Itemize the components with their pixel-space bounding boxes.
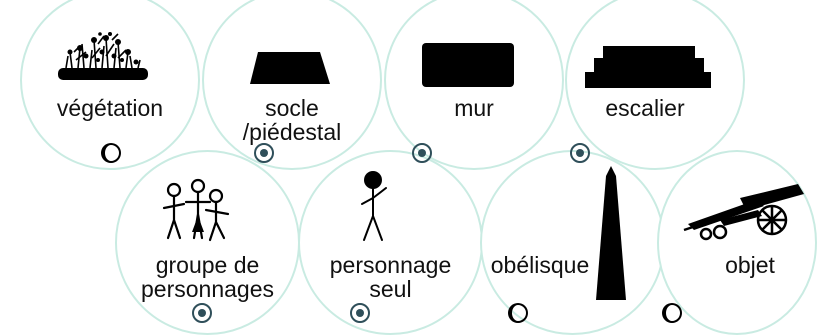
staircase-icon [585, 46, 711, 88]
vegetation-icon [58, 32, 148, 80]
radio-staircase[interactable] [570, 143, 590, 163]
option-vegetation[interactable] [20, 0, 200, 170]
single-person-icon [361, 171, 387, 241]
obelisk-icon [596, 166, 626, 300]
option-obelisk[interactable] [480, 150, 665, 335]
option-label-group-of-people: groupe de personnages [141, 252, 274, 302]
option-label-object: objet [725, 252, 775, 278]
option-single-person[interactable] [298, 150, 483, 335]
radio-vegetation[interactable] [101, 143, 121, 163]
option-label-pedestal: socle /piédestal [242, 95, 342, 145]
option-label-obelisk: obélisque [490, 252, 590, 278]
radio-group-of-people[interactable] [192, 303, 212, 323]
option-label-vegetation: végétation [56, 95, 164, 121]
radio-wall[interactable] [412, 143, 432, 163]
option-label-staircase: escalier [605, 95, 685, 121]
option-label-wall: mur [454, 95, 494, 121]
option-object[interactable] [657, 150, 817, 335]
radio-single-person[interactable] [350, 303, 370, 323]
radio-object[interactable] [662, 303, 682, 323]
radio-pedestal[interactable] [254, 143, 274, 163]
pedestal-icon [250, 52, 330, 84]
cannon-icon [683, 184, 804, 241]
option-pedestal[interactable] [202, 0, 382, 170]
wall-icon [422, 43, 514, 87]
option-label-single-person: personnage seul [329, 252, 452, 302]
radio-obelisk[interactable] [508, 303, 528, 323]
group-of-people-icon [162, 178, 230, 242]
